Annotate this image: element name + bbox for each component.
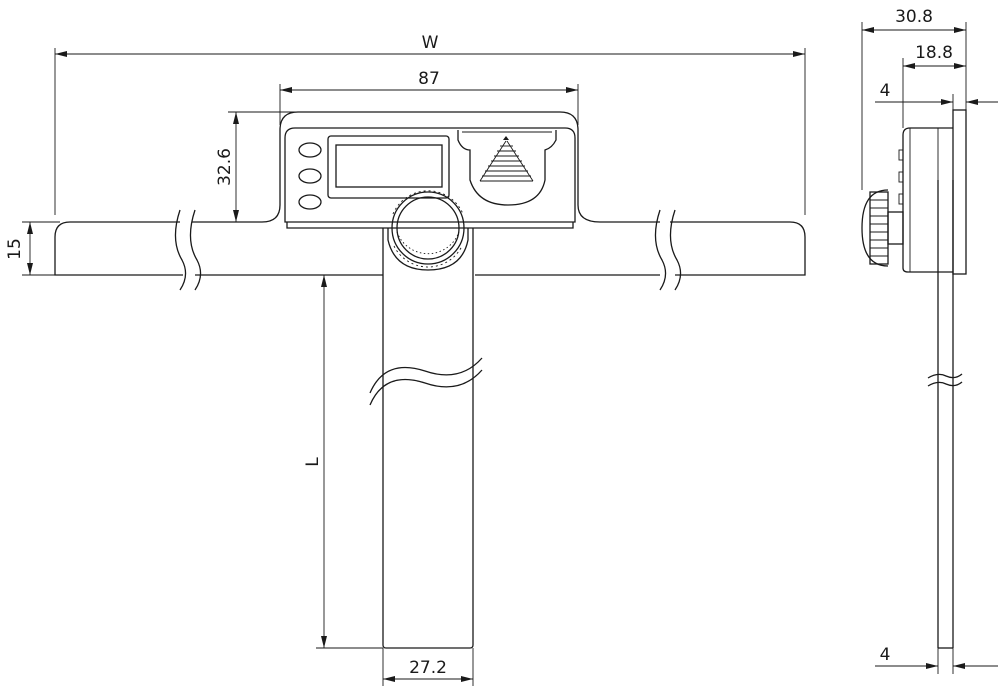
head-break-right bbox=[654, 209, 682, 291]
dimension-blade-length-label: L bbox=[303, 457, 323, 467]
dimension-w: W bbox=[54, 33, 806, 215]
dimension-head-thickness-label: 15 bbox=[5, 238, 25, 260]
digital-display bbox=[327, 135, 450, 199]
button-top bbox=[298, 142, 322, 158]
dimension-blade-thickness-label: 4 bbox=[880, 645, 891, 665]
level-bubble-icon bbox=[479, 136, 534, 182]
side-head-plate bbox=[952, 109, 967, 275]
dimension-housing-height: 32.6 bbox=[215, 111, 298, 223]
head-break-left bbox=[174, 209, 202, 291]
dimension-body-depth: 18.8 bbox=[902, 43, 966, 128]
button-middle bbox=[298, 168, 322, 184]
dimension-w-label: W bbox=[422, 33, 439, 53]
locking-knob bbox=[387, 190, 469, 271]
side-knob bbox=[861, 189, 904, 267]
dimension-blade-thickness: 4 bbox=[875, 645, 998, 674]
dimension-head-thickness: 15 bbox=[5, 221, 60, 276]
display-housing bbox=[261, 111, 601, 223]
front-view: W 87 32.6 15 bbox=[5, 33, 806, 686]
blade bbox=[369, 228, 483, 649]
head-bar-left bbox=[54, 221, 183, 276]
button-bottom bbox=[298, 194, 322, 210]
dimension-overall-depth: 30.8 bbox=[861, 7, 967, 190]
dimension-housing-width-label: 87 bbox=[418, 69, 440, 89]
side-blade bbox=[927, 180, 963, 649]
dimension-body-depth-label: 18.8 bbox=[915, 43, 953, 63]
side-body bbox=[902, 127, 953, 273]
side-view: 30.8 18.8 4 4 bbox=[861, 7, 998, 674]
head-bar-right bbox=[670, 221, 806, 276]
dimension-overall-depth-label: 30.8 bbox=[895, 7, 933, 27]
dimension-housing-height-label: 32.6 bbox=[215, 148, 235, 186]
dimension-housing-width: 87 bbox=[279, 69, 579, 125]
level-pocket bbox=[457, 130, 557, 206]
dimension-head-plate-thickness-label: 4 bbox=[880, 81, 891, 101]
dimension-head-plate-thickness: 4 bbox=[875, 81, 998, 110]
dimension-blade-width-label: 27.2 bbox=[409, 658, 447, 678]
mode-buttons bbox=[298, 142, 322, 210]
dimension-blade-width: 27.2 bbox=[382, 648, 474, 686]
dimension-blade-length: L bbox=[303, 274, 383, 649]
